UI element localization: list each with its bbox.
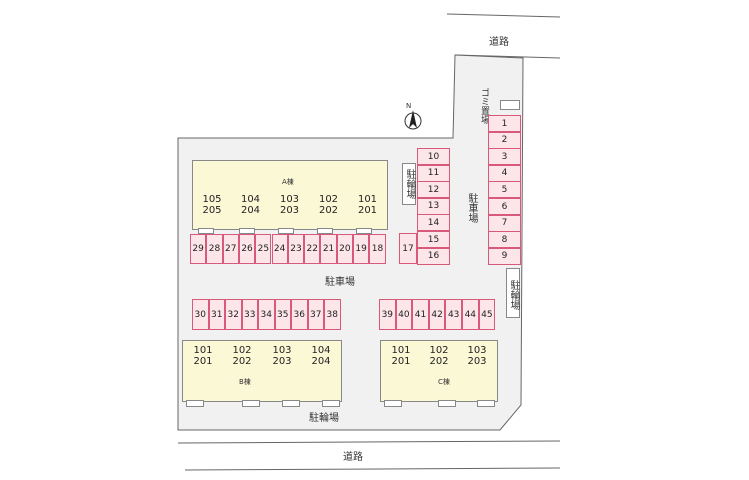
parking-space-31: 31 — [208, 299, 225, 330]
parking-space-15: 15 — [417, 231, 450, 248]
parking-space-37: 37 — [307, 299, 324, 330]
parking-space-5: 5 — [488, 181, 521, 199]
parking-space-33: 33 — [241, 299, 258, 330]
parking-space-9: 9 — [488, 247, 521, 265]
parking-space-23: 23 — [287, 234, 305, 264]
parking-space-38: 38 — [324, 299, 341, 330]
parking-space-19: 19 — [353, 234, 370, 264]
parking-space-22: 22 — [304, 234, 321, 264]
parking-space-44: 44 — [462, 299, 479, 330]
parking-space-36: 36 — [291, 299, 308, 330]
parking-space-18: 18 — [369, 234, 386, 264]
door-a-1 — [198, 228, 214, 234]
parking-space-43: 43 — [445, 299, 462, 330]
parking-space-11: 11 — [417, 164, 450, 182]
door-a-5 — [356, 228, 372, 234]
building-c: C棟 — [380, 340, 498, 402]
parking-space-45: 45 — [478, 299, 496, 330]
parking-space-24: 24 — [271, 234, 288, 264]
parking-space-4: 4 — [488, 164, 521, 182]
door-c-2 — [438, 400, 456, 407]
parking-space-21: 21 — [320, 234, 337, 264]
parking-space-1: 1 — [488, 115, 521, 132]
parking-space-39: 39 — [379, 299, 396, 330]
parking-space-26: 26 — [238, 234, 256, 264]
parking-space-41: 41 — [412, 299, 429, 330]
north-label: N — [406, 102, 412, 110]
road-label-bottom: 道路 — [343, 452, 363, 463]
parking-space-30: 30 — [192, 299, 209, 330]
door-b-1 — [186, 400, 204, 407]
parking-space-32: 32 — [225, 299, 242, 330]
parking-space-8: 8 — [488, 231, 521, 249]
building-b: B棟 — [182, 340, 342, 402]
parking-space-27: 27 — [222, 234, 239, 264]
door-c-3 — [477, 400, 495, 407]
garbage-box — [500, 100, 520, 110]
parking-space-40: 40 — [395, 299, 413, 330]
building-a-name: A棟 — [282, 178, 294, 186]
door-c-1 — [384, 400, 402, 407]
door-b-4 — [322, 400, 340, 407]
building-c-name: C棟 — [438, 378, 450, 386]
parking-space-35: 35 — [274, 299, 291, 330]
parking-space-16: 16 — [417, 247, 450, 265]
parking-space-29: 29 — [190, 234, 207, 264]
door-a-4 — [317, 228, 333, 234]
parking-space-14: 14 — [417, 214, 450, 232]
parking-space-13: 13 — [417, 197, 450, 215]
parking-space-34: 34 — [258, 299, 275, 330]
parking-space-3: 3 — [488, 148, 521, 166]
parking-label-right: 駐車場 — [466, 193, 477, 223]
bike-parking-left: 駐輪場 — [402, 163, 416, 205]
parking-space-28: 28 — [206, 234, 223, 264]
parking-space-25: 25 — [255, 234, 272, 264]
parking-space-7: 7 — [488, 214, 521, 232]
bike-parking-bottom: 駐輪場 — [309, 413, 339, 424]
parking-label-center: 駐車場 — [325, 277, 355, 288]
parking-space-6: 6 — [488, 198, 521, 215]
building-b-name: B棟 — [239, 378, 251, 386]
garbage-label: ゴミ置場 — [479, 88, 489, 124]
north-arrow-icon — [404, 110, 422, 130]
door-a-3 — [278, 228, 294, 234]
door-b-2 — [242, 400, 260, 407]
parking-space-10: 10 — [417, 148, 450, 165]
parking-space-20: 20 — [336, 234, 353, 264]
parking-space-12: 12 — [417, 181, 450, 199]
door-b-3 — [282, 400, 300, 407]
parking-space-2: 2 — [488, 131, 521, 149]
road-label-top: 道路 — [489, 37, 509, 48]
parking-space-17: 17 — [399, 233, 417, 264]
bike-parking-right: 駐輪場 — [506, 268, 520, 318]
door-a-2 — [239, 228, 255, 234]
building-a: A棟 — [192, 160, 388, 230]
parking-space-42: 42 — [428, 299, 446, 330]
